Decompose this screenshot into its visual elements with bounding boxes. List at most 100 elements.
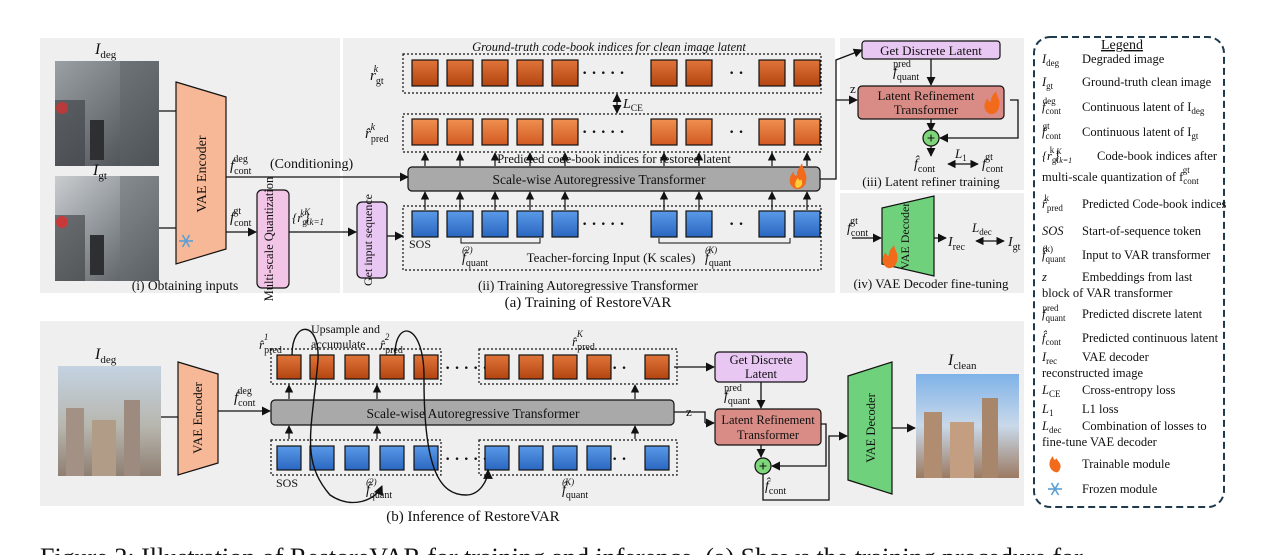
snowflake-icon	[1048, 482, 1062, 496]
gt-token	[793, 59, 821, 87]
fcont-hat-b: f̂cont	[765, 477, 786, 497]
multiscale-quantization-label: Multi-scale Quantization	[262, 176, 276, 301]
vae-encoder-b-label: VAE Encoder	[190, 382, 205, 454]
legend-symbol: fcontgt	[1042, 121, 1061, 141]
input-token-b	[484, 445, 510, 471]
legend-symbol: SOS	[1042, 224, 1064, 238]
legend-description: Ground-truth clean image	[1082, 75, 1212, 89]
l1-a: L1	[954, 146, 967, 163]
get-input-sequence-label: Get input sequence	[361, 194, 375, 286]
fire-icon	[984, 91, 1000, 115]
gt-street-image	[55, 176, 159, 281]
gt-ellipsis-short: · ·	[729, 65, 744, 82]
fcont-gt-decoder-input: fcontgt	[847, 216, 868, 239]
pred-token-b	[379, 354, 405, 380]
legend-description: multi-scale quantization of fcontgt	[1042, 165, 1199, 186]
pred-ellipsis-short: · ·	[729, 124, 744, 141]
get-discrete-latent-a-label: Get Discrete Latent	[880, 43, 982, 58]
legend-symbol: Ldec	[1041, 419, 1061, 435]
gt-token	[650, 59, 678, 87]
legend-symbol: f̂cont	[1042, 330, 1061, 347]
gt-ellipsis: · · · · ·	[582, 65, 625, 82]
legend-symbol: L1	[1041, 402, 1053, 418]
pred-token-b	[586, 354, 612, 380]
pred-token	[481, 118, 509, 146]
vae-decoder-b	[847, 361, 893, 495]
legend-description: Predicted Code-book indices	[1082, 197, 1227, 211]
pred-tokens-container	[402, 113, 822, 153]
legend-description: Degraded image	[1082, 52, 1165, 66]
vae-decoder-b-label: VAE Decoder	[864, 392, 878, 462]
fire-icon	[1049, 456, 1061, 473]
gt-indices-caption: Ground-truth code-book indices for clean…	[472, 40, 746, 54]
input-token-b	[344, 445, 370, 471]
pred-token	[446, 118, 474, 146]
input-token-b	[552, 445, 578, 471]
obtaining-inputs-caption: (i) Obtaining inputs	[132, 278, 239, 293]
legend-symbol: r̂predk	[1042, 193, 1063, 213]
pred-b-ellipsis-short: · ·	[612, 360, 627, 377]
input-ellipsis: · · · · ·	[582, 216, 625, 233]
input-b-ellipsis: · · · · ·	[445, 451, 488, 468]
legend-description: Combination of losses to	[1082, 419, 1207, 433]
f-cont-deg-b: fcontdeg	[234, 386, 256, 409]
fqK-b: f̂quant(K)	[562, 477, 588, 501]
conditioning-label: (Conditioning)	[270, 157, 354, 172]
r-predK-b: r̂predK	[572, 329, 595, 353]
legend-description: L1 loss	[1082, 402, 1119, 416]
pred-indices-caption: Predicted code-book indices for restored…	[497, 152, 731, 166]
gt-token	[481, 59, 509, 87]
legend-symbol: z	[1041, 270, 1047, 284]
pred-token-b	[518, 354, 544, 380]
pred-token-b	[309, 354, 335, 380]
lrt-a-line1: Latent Refinement	[877, 88, 974, 103]
legend-symbol: Ideg	[1041, 52, 1060, 68]
legend-description: VAE decoder	[1082, 350, 1150, 364]
input-token-row: · · · · · · ·	[411, 191, 821, 238]
i-deg-b-label: Ideg	[94, 346, 117, 366]
input-token-b	[586, 445, 612, 471]
pred-tokens-b-container-2	[478, 348, 678, 385]
f-cont-gt-a: fcontgt	[230, 206, 252, 229]
legend-symbol: fquantpred	[1042, 303, 1066, 323]
snowflake-icon	[179, 234, 193, 248]
r-pred-label: r̂predk	[365, 122, 389, 145]
clean-city-image	[916, 374, 1019, 478]
upsample-curve-2	[394, 330, 493, 496]
input-b-ellipsis-short: · ·	[612, 451, 627, 468]
legend-description: Predicted discrete latent	[1082, 307, 1203, 321]
legend-description: Continuous latent of Igt	[1082, 125, 1199, 141]
accumulate-label: accumulate	[311, 337, 366, 351]
z-b: z	[686, 404, 692, 419]
legend-description: Trainable module	[1082, 457, 1171, 471]
var-transformer-b-label: Scale-wise Autoregressive Transformer	[367, 406, 580, 421]
plus-a: +	[927, 131, 936, 147]
rgt-set-label: {rgtk}k=1K	[292, 207, 324, 227]
fq2-a: f̂quant(2)	[462, 245, 488, 269]
f-cont-deg-a: fcontdeg	[230, 154, 252, 177]
input-token-b	[379, 445, 405, 471]
input-token-b	[276, 445, 302, 471]
gt-token	[516, 59, 544, 87]
upsample-curve-1	[291, 328, 384, 504]
input-ellipsis-short: · ·	[729, 216, 744, 233]
panel-b-title: (b) Inference of RestoreVAR	[386, 509, 559, 525]
input-token	[411, 210, 439, 238]
vae-decoder-a-label: VAE Decoder	[898, 203, 912, 270]
input-token	[758, 210, 786, 238]
pred-b-ellipsis: · · · · ·	[445, 360, 488, 377]
vae-encoder-b	[177, 361, 219, 476]
fqK-a: f̂quant(K)	[705, 245, 731, 269]
gt-token	[411, 59, 439, 87]
pred-token	[551, 118, 579, 146]
legend-symbol: f̂quant(k)	[1042, 244, 1066, 264]
ce-loss-label: LCE	[622, 97, 643, 114]
lrt-b-line2: Transformer	[737, 428, 800, 442]
upsample-label: Upsample and	[311, 322, 380, 336]
input-token	[793, 210, 821, 238]
fq-pred-a: fquantpred	[893, 59, 919, 83]
legend-symbol: Igt	[1041, 75, 1054, 91]
pred-token	[516, 118, 544, 146]
fq-pred-b: fquantpred	[724, 383, 750, 407]
